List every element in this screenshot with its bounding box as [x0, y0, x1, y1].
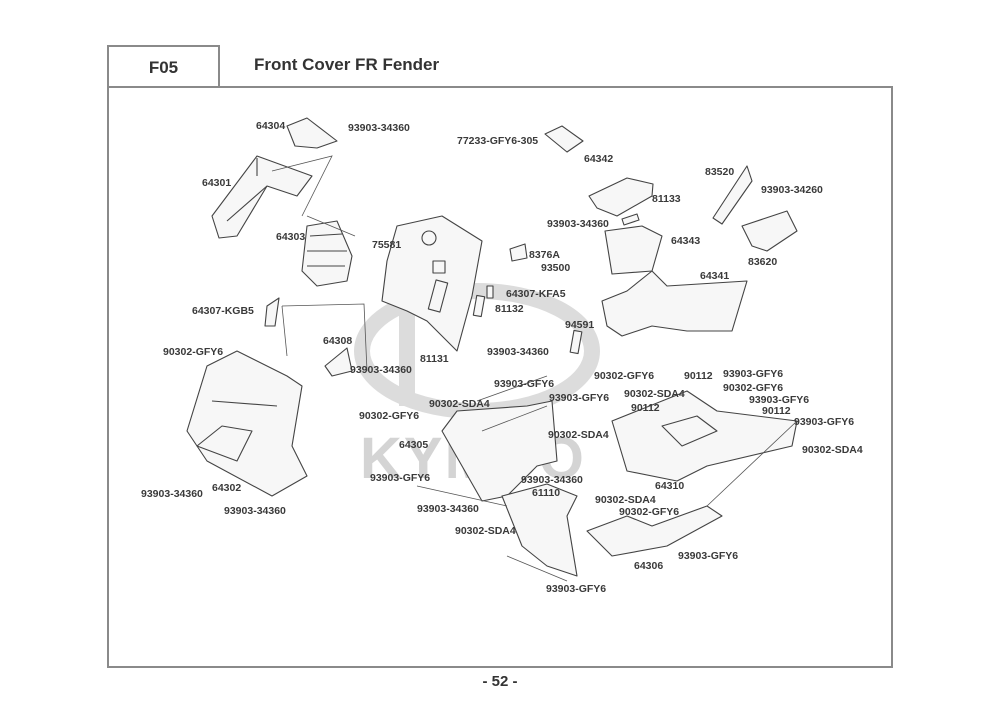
part-label-p36[interactable]: 90302-SDA4 [429, 398, 490, 410]
part-label-p21[interactable]: 64308 [323, 335, 353, 347]
page-title: Front Cover FR Fender [254, 55, 440, 74]
part-label-p14[interactable]: 93903-34260 [761, 184, 823, 196]
part-81132-shape[interactable] [472, 294, 486, 318]
part-64305-shape[interactable] [441, 400, 558, 502]
part-label-p53[interactable]: 64302 [212, 482, 242, 494]
part-64343-shape[interactable] [604, 225, 663, 275]
part-label-p49[interactable]: 90302-SDA4 [455, 525, 516, 537]
part-label-p41[interactable]: 90302-SDA4 [802, 444, 863, 456]
part-label-p26[interactable]: 90302-GFY6 [594, 370, 655, 382]
part-label-p22[interactable]: 93903-34360 [350, 364, 412, 376]
part-81131-shape[interactable] [381, 215, 483, 352]
part-label-p6[interactable]: 77233-GFY6-305 [457, 135, 539, 147]
exploded-parts-diagram [186, 117, 798, 582]
part-label-p8[interactable]: 81133 [652, 193, 681, 205]
part-94591-shape[interactable] [569, 329, 583, 355]
part-label-p15[interactable]: 83620 [748, 256, 778, 268]
part-label-p19[interactable]: 81132 [495, 303, 524, 315]
part-64302-shape[interactable] [186, 350, 308, 497]
part-label-p40[interactable]: 64305 [399, 439, 429, 451]
part-label-p17[interactable]: 64307-KGB5 [192, 305, 254, 317]
diagram-frame [107, 86, 893, 668]
part-64306-shape[interactable] [586, 505, 723, 557]
part-label-p3[interactable]: 64301 [202, 177, 232, 189]
part-77233-shape[interactable] [544, 125, 584, 153]
part-label-p25[interactable]: 90302-GFY6 [163, 346, 224, 358]
part-label-p18[interactable]: 64307-KFA5 [506, 288, 566, 300]
part-label-p12[interactable]: 93500 [541, 262, 571, 274]
part-64307-KGB5-shape[interactable] [264, 297, 280, 327]
part-label-p20[interactable]: 94591 [565, 319, 595, 331]
part-label-p28[interactable]: 93903-GFY6 [723, 368, 784, 380]
part-64341-shape[interactable] [601, 270, 748, 337]
part-label-p46[interactable]: 93903-34360 [417, 503, 479, 515]
part-83620-shape[interactable] [741, 210, 798, 252]
part-label-p50[interactable]: 64306 [634, 560, 664, 572]
part-label-p4[interactable]: 64303 [276, 231, 306, 243]
part-label-p24[interactable]: 93903-34360 [487, 346, 549, 358]
part-label-p35[interactable]: 93903-GFY6 [749, 394, 810, 406]
part-label-p34[interactable]: 90112 [762, 405, 791, 417]
part-83520-shape[interactable] [712, 165, 753, 225]
part-label-p51[interactable]: 93903-GFY6 [678, 550, 739, 562]
part-label-p55[interactable]: 93903-34360 [224, 505, 286, 517]
part-label-p5[interactable]: 75581 [372, 239, 402, 251]
part-label-p10[interactable]: 64343 [671, 235, 701, 247]
part-label-p45[interactable]: 61110 [532, 487, 561, 499]
part-label-p23[interactable]: 81131 [420, 353, 449, 365]
part-61110-shape[interactable] [501, 483, 578, 577]
section-code: F05 [107, 45, 220, 88]
part-label-p31[interactable]: 93903-GFY6 [494, 378, 555, 390]
part-label-p48[interactable]: 90302-GFY6 [619, 506, 680, 518]
part-label-p44[interactable]: 93903-34360 [521, 474, 583, 486]
part-label-p37[interactable]: 90302-GFY6 [359, 410, 420, 422]
part-64342-shape[interactable] [588, 177, 654, 217]
part-label-p2[interactable]: 93903-34360 [348, 122, 410, 134]
part-64304-shape[interactable] [286, 117, 338, 149]
part-label-p38[interactable]: 93903-GFY6 [794, 416, 855, 428]
part-label-p52[interactable]: 93903-GFY6 [546, 583, 607, 595]
part-64301-shape[interactable] [211, 155, 313, 239]
part-label-p42[interactable]: 64310 [655, 480, 685, 492]
part-label-p13[interactable]: 83520 [705, 166, 735, 178]
part-label-p16[interactable]: 64341 [700, 270, 730, 282]
part-label-p39[interactable]: 90302-SDA4 [548, 429, 609, 441]
section-code-text: F05 [148, 57, 179, 77]
part-label-p30[interactable]: 90302-GFY6 [723, 382, 784, 394]
part-64303-shape[interactable] [301, 220, 353, 287]
part-label-p11[interactable]: 8376A [529, 249, 560, 261]
part-label-p47[interactable]: 90302-SDA4 [595, 494, 656, 506]
page-number: - 52 - [482, 673, 518, 690]
part-label-p29[interactable]: 90302-SDA4 [624, 388, 685, 400]
part-64307-KFA5-shape[interactable] [486, 285, 494, 299]
part-label-p54[interactable]: 93903-34360 [141, 488, 203, 500]
part-label-p43[interactable]: 93903-GFY6 [370, 472, 431, 484]
part-label-p33[interactable]: 90112 [631, 402, 660, 414]
part-label-p9[interactable]: 93903-34360 [547, 218, 609, 230]
part-label-p32[interactable]: 93903-GFY6 [549, 392, 610, 404]
part-81133-shape[interactable] [621, 213, 640, 226]
part-64308-shape[interactable] [324, 347, 353, 377]
part-label-p7[interactable]: 64342 [584, 153, 614, 165]
part-label-p1[interactable]: 64304 [256, 120, 286, 132]
part-label-p27[interactable]: 90112 [684, 370, 713, 382]
part-8376A-shape[interactable] [509, 243, 528, 262]
